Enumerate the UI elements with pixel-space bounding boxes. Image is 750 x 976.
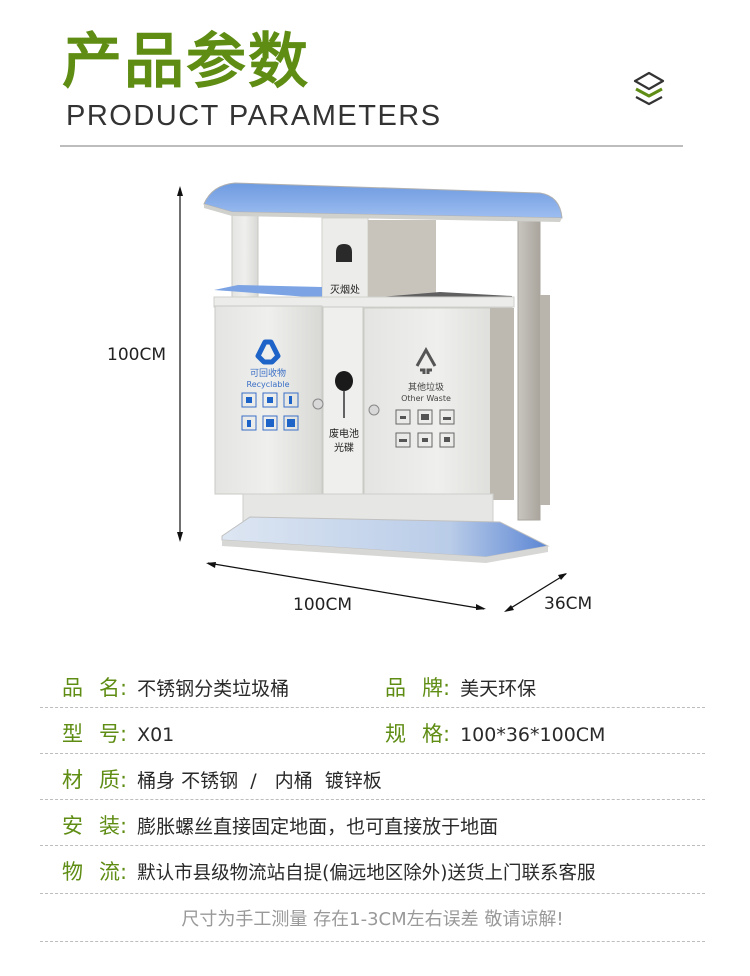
page-title-cn: 产品参数	[62, 27, 310, 97]
spec-value-size: 100*36*100CM	[460, 724, 606, 746]
recycle-icon	[255, 339, 281, 365]
product-illustration: 灭烟处 可回收物 Recyclable 废电池	[0, 170, 750, 640]
spec-key-install: 安装	[62, 814, 136, 838]
spec-row-install: 安装: 膨胀螺丝直接固定地面，也可直接放于地面	[40, 800, 705, 846]
svg-text:Recyclable: Recyclable	[247, 380, 290, 389]
svg-text:其他垃圾: 其他垃圾	[408, 381, 444, 393]
spec-value-logistics: 默认市县级物流站自提(偏远地区除外)送货上门联系客服	[137, 863, 596, 884]
trash-bin-image: 灭烟处 可回收物 Recyclable 废电池	[177, 182, 567, 612]
spec-key-brand: 品牌	[385, 676, 459, 700]
header-divider	[60, 145, 683, 147]
page-title-en: PRODUCT PARAMETERS	[66, 100, 442, 132]
spec-value-material: 桶身 不锈钢 / 内桶 镀锌板	[137, 770, 382, 792]
spec-row-material: 材质: 桶身 不锈钢 / 内桶 镀锌板	[40, 754, 705, 800]
spec-key-size: 规格	[385, 722, 459, 746]
width-dimension: 100CM	[293, 595, 352, 615]
spec-value-name: 不锈钢分类垃圾桶	[137, 678, 290, 700]
svg-text:废电池: 废电池	[329, 427, 359, 440]
spec-row-name-brand: 品名: 不锈钢分类垃圾桶 品牌: 美天环保	[40, 662, 705, 708]
svg-text:Other Waste: Other Waste	[401, 394, 451, 403]
spec-key-material: 材质	[62, 768, 136, 792]
spec-key-model: 型号	[62, 722, 136, 746]
spec-value-brand: 美天环保	[460, 678, 537, 700]
height-dimension: 100CM	[107, 345, 166, 365]
svg-text:光碟: 光碟	[334, 441, 354, 454]
spec-value-model: X01	[137, 724, 175, 746]
spec-key-name: 品名	[62, 676, 136, 700]
depth-dimension: 36CM	[544, 594, 593, 614]
svg-text:可回收物: 可回收物	[250, 367, 286, 379]
layers-icon	[633, 71, 665, 106]
other-waste-icon	[415, 346, 437, 374]
spec-key-logistics: 物流	[62, 860, 136, 884]
spec-row-model-size: 型号: X01 规格: 100*36*100CM	[40, 708, 705, 754]
spec-row-logistics: 物流: 默认市县级物流站自提(偏远地区除外)送货上门联系客服	[40, 846, 705, 894]
smoke-box-label: 灭烟处	[330, 283, 360, 296]
spec-value-install: 膨胀螺丝直接固定地面，也可直接放于地面	[137, 816, 499, 838]
measurement-note: 尺寸为手工测量 存在1-3CM左右误差 敬请谅解!	[40, 898, 705, 942]
